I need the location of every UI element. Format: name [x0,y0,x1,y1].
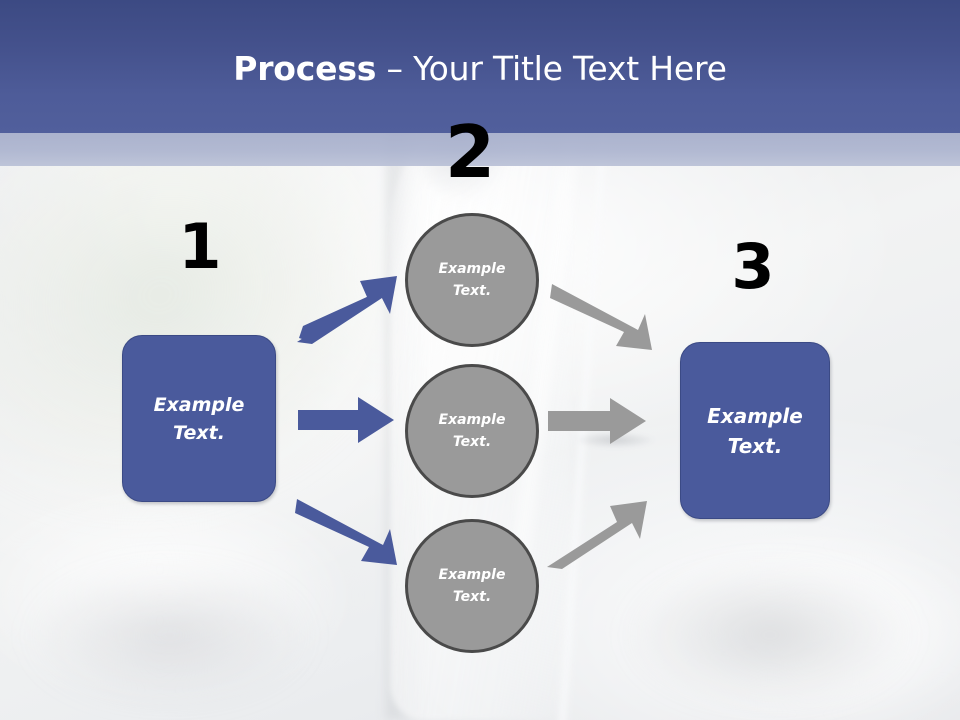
cloud-shadow-left-icon [20,560,320,710]
page-title-rest: – Your Title Text Here [376,49,727,88]
arrow-down-right-gray-top [550,284,652,350]
step-number-1: 1 [178,210,222,283]
process-circle-1-line1: Example [438,261,506,277]
cloud-shadow-right-icon [620,560,920,710]
process-circle-3-line1: Example [438,567,506,583]
process-box-start-line2: Text. [173,421,225,444]
step-number-3: 3 [731,230,775,303]
process-circle-2-line2: Text. [452,434,492,450]
page-title-strong: Process [233,49,377,88]
arrow-down-right-blue-bottom [295,499,397,565]
title-banner-accent-stripe [0,133,960,166]
process-circle-3[interactable]: Example Text. [405,519,539,653]
process-box-start[interactable]: Example Text. [122,335,276,502]
process-box-end-line2: Text. [727,433,783,458]
arrow-right-blue-middle [298,397,394,443]
process-circle-1[interactable]: Example Text. [405,213,539,347]
arrow-up-right-blue-top [297,276,397,344]
arrow-right-gray-middle [548,398,646,444]
arrow-up-right-gray-bottom [547,501,647,569]
process-box-start-line1: Example [153,393,245,416]
process-circle-1-line2: Text. [452,283,492,299]
step-number-2: 2 [444,110,496,194]
process-box-end-line1: Example [707,403,803,428]
process-circle-3-line2: Text. [452,589,492,605]
process-circle-2[interactable]: Example Text. [405,364,539,498]
page-title: Process – Your Title Text Here [0,48,960,90]
process-circle-2-line1: Example [438,412,506,428]
process-box-end[interactable]: Example Text. [680,342,830,519]
title-banner [0,0,960,133]
